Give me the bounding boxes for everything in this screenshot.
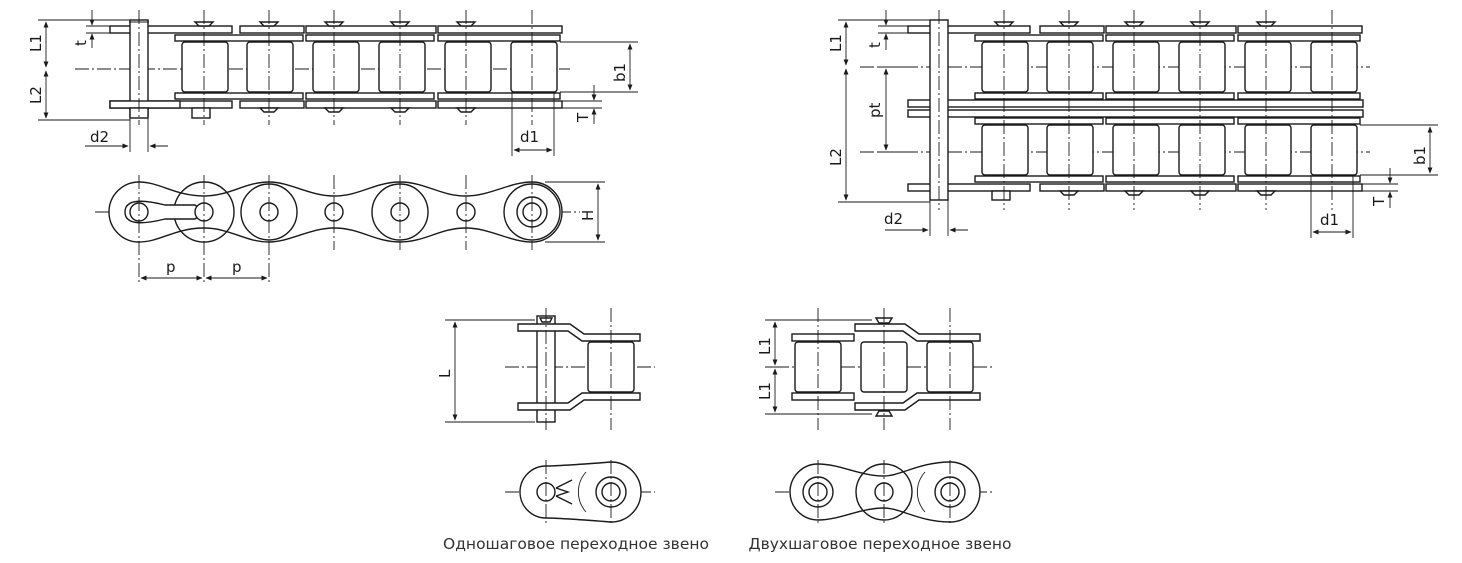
label-d1: d1 [520,128,539,146]
single-strand-top-view [38,10,638,156]
label-L1: L1 [27,34,45,52]
label-L1-offset-2: L1 [756,382,774,400]
caption-offset-single: Одношаговое переходное звено [443,535,709,553]
double-strand-dimension-labels: L1 L2 t pt b1 T d1 d2 [827,34,1429,229]
label-L: L [436,369,454,378]
side-view-dimension-labels: p p H [166,210,597,276]
label-L2: L2 [27,86,45,104]
label-d1-double: d1 [1320,211,1339,229]
offset-link-double-top [765,308,995,430]
label-L1-offset-1: L1 [756,337,774,355]
offset-link-labels: L L1 L1 [436,337,774,400]
label-b1: b1 [611,63,629,82]
label-d2-double: d2 [884,210,903,228]
label-t: t [72,40,90,46]
label-b1-double: b1 [1411,146,1429,165]
double-strand-top-view [838,10,1438,238]
single-strand-dimension-labels: L1 L2 t b1 T d1 d2 [27,34,629,146]
label-T: T [574,112,592,123]
label-p-1: p [166,258,176,276]
offset-link-single-top [445,308,655,430]
label-H: H [579,210,597,221]
single-strand-side-view [95,175,605,284]
label-d2: d2 [90,128,109,146]
label-T-double: T [1370,196,1388,207]
offset-link-single-side [505,460,655,525]
label-L2-double: L2 [827,148,845,166]
label-t-double: t [866,42,884,48]
caption-offset-double: Двухшаговое переходное звено [748,535,1011,553]
label-p-2: p [232,258,242,276]
offset-link-double-side [775,460,995,525]
label-pt: pt [866,102,884,118]
label-L1-double: L1 [827,34,845,52]
